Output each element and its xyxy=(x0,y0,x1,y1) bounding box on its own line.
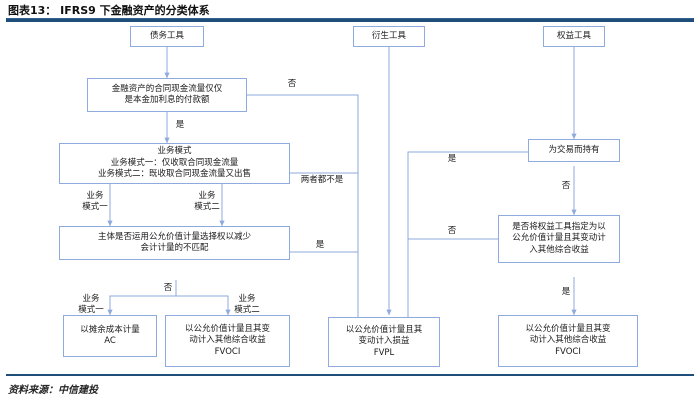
node-sppi-test-line2: 是本金加利息的付款额 xyxy=(124,95,210,105)
node-outcome-fvpl[interactable]: 以公允价值计量且其 变动计入损益 FVPL xyxy=(328,317,440,367)
edge-label-designate-no: 否 xyxy=(447,226,457,236)
footer-divider xyxy=(6,374,694,376)
node-sppi-test-line1: 金融资产的合同现金流量仅仅 xyxy=(111,83,223,94)
edge-label-held-for-trading-yes: 是 xyxy=(447,154,457,164)
edge-label-business-model-none: 两者都不是 xyxy=(300,175,344,185)
node-sppi-test[interactable]: 金融资产的合同现金流量仅仅 是本金加利息的付款额 xyxy=(87,78,247,112)
edge-label-fair-value-option-two-line2: 模式二 xyxy=(234,304,260,315)
edge-label-business-model-one-line2: 模式一 xyxy=(82,201,108,212)
flowchart-canvas: 债务工具 衍生工具 权益工具 金融资产的合同现金流量仅仅 是本金加利息的付款额 … xyxy=(0,21,700,374)
node-outcome-fvoci-debt-line1: 以公允价值计量且其变 xyxy=(184,323,270,334)
node-business-model[interactable]: 业务模式 业务模式一：仅收取合同现金流量 业务模式二：既收取合同现金流量又出售 xyxy=(59,143,290,184)
edge-label-fair-value-option-two: 业务 模式二 xyxy=(230,294,264,315)
node-debt-instrument[interactable]: 债务工具 xyxy=(130,26,204,47)
title-divider xyxy=(6,18,694,22)
edge-label-sppi-yes: 是 xyxy=(175,120,185,130)
node-outcome-fvoci-equity[interactable]: 以公允价值计量且其变 动计入其他综合收益 FVOCI xyxy=(498,315,638,367)
flowchart-connectors xyxy=(107,47,577,317)
node-derivative-instrument-label: 衍生工具 xyxy=(371,30,406,41)
node-outcome-fvoci-equity-line2: 动计入其他综合收益 xyxy=(529,335,607,346)
edge-label-business-model-two: 业务 模式二 xyxy=(190,191,224,212)
edge-label-fair-value-option-no: 否 xyxy=(163,283,173,293)
edge-label-fair-value-option-one-line2: 模式一 xyxy=(78,304,104,315)
node-derivative-instrument[interactable]: 衍生工具 xyxy=(353,26,425,47)
node-held-for-trading-label: 为交易而持有 xyxy=(548,144,600,155)
node-equity-instrument[interactable]: 权益工具 xyxy=(543,26,605,47)
node-designate-fvoci-line2: 公允价值计量且其变动计 xyxy=(512,233,606,244)
node-designate-fvoci[interactable]: 是否将权益工具指定为以 公允价值计量且其变动计 入其他综合收益 xyxy=(498,215,620,263)
node-business-model-title: 业务模式 xyxy=(157,146,192,157)
node-designate-fvoci-line3: 入其他综合收益 xyxy=(529,244,589,255)
node-business-model-option2: 业务模式二：既收取合同现金流量又出售 xyxy=(97,169,251,180)
edge-label-business-model-one-line1: 业务 xyxy=(86,191,104,201)
node-outcome-ac-code: AC xyxy=(104,336,116,346)
node-held-for-trading[interactable]: 为交易而持有 xyxy=(528,139,620,162)
edge-label-designate-yes: 是 xyxy=(561,287,571,297)
node-outcome-ac[interactable]: 以摊余成本计量 AC xyxy=(63,315,157,357)
page-title: 图表13： IFRS9 下金融资产的分类体系 xyxy=(8,4,210,17)
edge-label-fair-value-option-one: 业务 模式一 xyxy=(74,294,108,315)
source-note: 资料来源：中信建投 xyxy=(8,385,98,396)
node-fair-value-option-line1: 主体是否运用公允价值计量选择权以减少 xyxy=(97,231,251,242)
node-outcome-fvoci-equity-line1: 以公允价值计量且其变 xyxy=(525,323,611,334)
figure-title-bar: 图表13： IFRS9 下金融资产的分类体系 xyxy=(8,2,692,18)
node-outcome-fvoci-debt-code: FVOCI xyxy=(214,346,241,357)
node-debt-instrument-label: 债务工具 xyxy=(149,30,184,41)
node-fair-value-option[interactable]: 主体是否运用公允价值计量选择权以减少 会计计量的不匹配 xyxy=(59,226,290,260)
edge-label-business-model-two-line1: 业务 xyxy=(198,191,216,201)
node-fair-value-option-line2: 会计计量的不匹配 xyxy=(140,243,209,253)
edge-label-fair-value-option-yes: 是 xyxy=(315,240,325,250)
edge-label-fair-value-option-two-line1: 业务 xyxy=(238,294,256,304)
node-equity-instrument-label: 权益工具 xyxy=(556,30,591,41)
node-outcome-fvoci-equity-code: FVOCI xyxy=(555,346,581,357)
edge-label-business-model-one: 业务 模式一 xyxy=(78,191,112,212)
node-business-model-option1: 业务模式一：仅收取合同现金流量 xyxy=(110,157,239,168)
node-designate-fvoci-line1: 是否将权益工具指定为以 xyxy=(512,221,606,232)
node-outcome-fvpl-code: FVPL xyxy=(373,347,395,358)
edge-label-business-model-two-line2: 模式二 xyxy=(194,201,220,212)
node-outcome-fvpl-line1: 以公允价值计量且其 xyxy=(345,324,423,335)
edge-label-held-for-trading-no: 否 xyxy=(561,181,571,191)
edge-label-fair-value-option-one-line1: 业务 xyxy=(82,294,100,304)
edge-label-sppi-no: 否 xyxy=(287,79,297,89)
node-outcome-fvoci-debt[interactable]: 以公允价值计量且其变 动计入其他综合收益 FVOCI xyxy=(165,315,290,367)
node-outcome-fvoci-debt-line2: 动计入其他综合收益 xyxy=(189,335,266,346)
node-outcome-fvpl-line2: 变动计入损益 xyxy=(358,336,410,347)
node-outcome-ac-line1: 以摊余成本计量 xyxy=(80,324,140,335)
